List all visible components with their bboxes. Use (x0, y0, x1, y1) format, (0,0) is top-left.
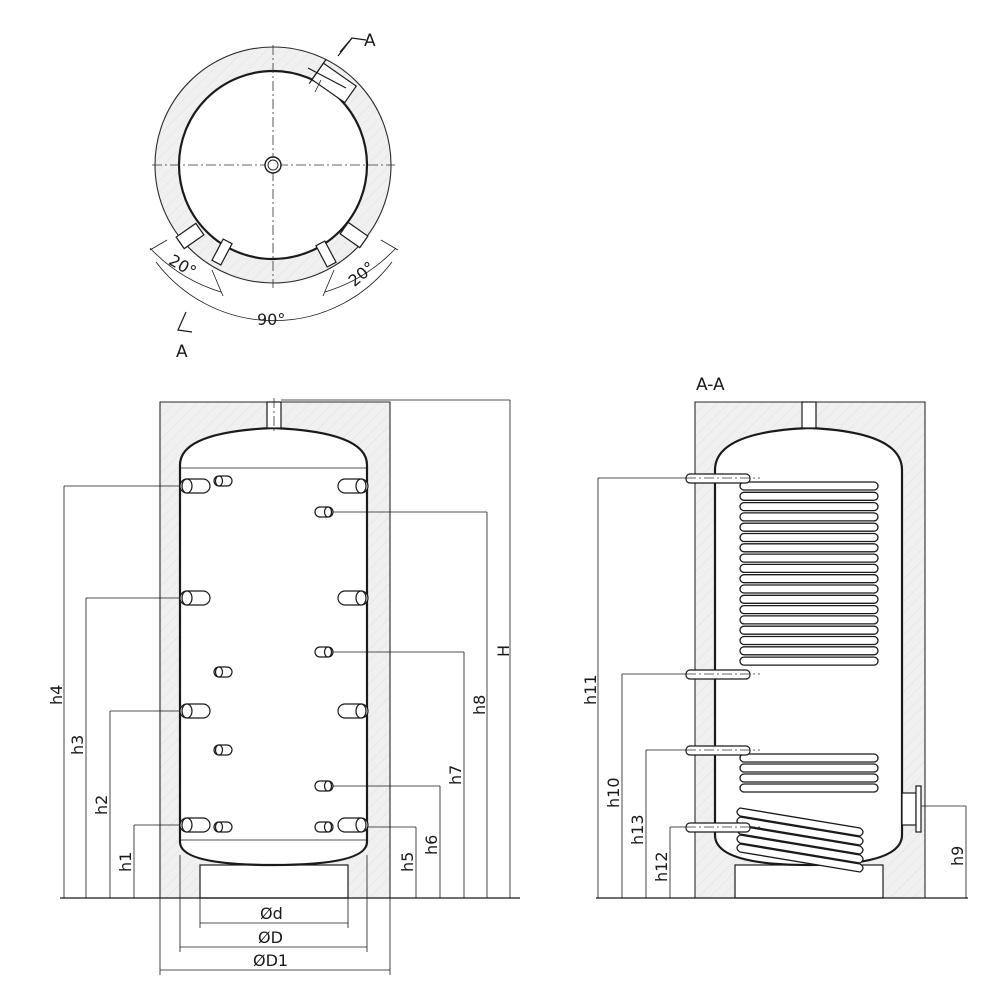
coil-turn (739, 646, 879, 656)
coil-turn (739, 522, 879, 532)
coil-turn (739, 543, 879, 553)
dim-label-h12: h12 (652, 852, 671, 883)
coil-turn (739, 481, 879, 491)
front-tank-body (178, 426, 369, 867)
coil-turn-slanted (736, 843, 864, 873)
coil-turn (739, 563, 879, 574)
dim-label-h7: h7 (446, 765, 465, 785)
front-dims-bottom (159, 855, 391, 975)
angle-arc-90 (155, 261, 393, 321)
coil-turn (739, 625, 879, 635)
coil-turn (739, 532, 879, 543)
coil-connections (685, 473, 760, 833)
dim-label-h11: h11 (581, 675, 600, 706)
section-dims (597, 477, 967, 898)
section-mark-bottom: A (176, 342, 188, 362)
front-sensor-ports-right (314, 506, 334, 833)
top-port-lower-left-1 (175, 222, 205, 250)
upper-heat-exchanger-coil (739, 481, 879, 666)
dim-label-d: Ød (260, 904, 283, 923)
dim-label-D: ØD (258, 928, 283, 947)
coil-turn-slanted (736, 834, 864, 864)
dim-label-h2: h2 (92, 795, 111, 815)
coil-turn (739, 656, 879, 666)
top-port-lower-right-1 (339, 221, 369, 249)
section-title: A-A (696, 375, 725, 395)
dim-label-h1: h1 (116, 852, 135, 872)
coil-turn (739, 635, 879, 646)
dim-label-h13: h13 (628, 815, 647, 846)
coil-turn-slanted (736, 816, 864, 846)
dim-label-h10: h10 (604, 778, 623, 809)
coil-turn (739, 753, 879, 763)
section-mark-top: A (364, 31, 376, 51)
front-ports-left (179, 478, 211, 833)
dim-label-H: H (494, 645, 513, 657)
dim-label-h6: h6 (422, 835, 441, 855)
coil-turn-slanted (736, 807, 864, 837)
coil-turn (739, 594, 879, 604)
top-view: 20° 20° 90° A A (149, 31, 399, 362)
coil-turn (739, 491, 879, 501)
front-dims-right (281, 399, 511, 898)
dim-label-h3: h3 (68, 735, 87, 755)
top-center-port (264, 156, 282, 174)
coil-turn (739, 574, 879, 584)
coil-turn (739, 783, 879, 793)
angle-label-total: 90° (257, 310, 285, 329)
dim-label-h8: h8 (470, 695, 489, 715)
side-flange (901, 785, 922, 833)
angle-arc-20-left (149, 247, 222, 293)
top-port-lower-left-2 (211, 238, 233, 266)
dim-label-h4: h4 (47, 685, 66, 705)
coil-turn (739, 512, 879, 522)
section-top-fitting (801, 401, 817, 429)
coil-turn (739, 773, 879, 783)
front-base-foot (199, 864, 349, 899)
front-view: h4 h3 h2 h1 h5 h6 h7 h8 H Ød Ø (47, 398, 520, 975)
dim-label-D1: ØD1 (253, 951, 288, 970)
front-ports-right (337, 478, 369, 833)
coil-turn (739, 615, 879, 625)
coil-turn (739, 501, 879, 512)
angle-label-right: 20° (345, 258, 379, 291)
coil-turn (739, 553, 879, 563)
front-dims-left (63, 485, 180, 898)
angle-label-left: 20° (166, 250, 200, 281)
dim-label-h5: h5 (398, 852, 417, 872)
top-port-upper-right (308, 58, 358, 104)
lower-heat-exchanger-coil (736, 753, 879, 873)
section-view: A-A (581, 375, 968, 899)
coil-turn (739, 604, 879, 615)
angle-arc-20-right (324, 247, 397, 293)
coil-turn (739, 584, 879, 594)
top-port-lower-right-2 (315, 240, 337, 268)
dim-label-h9: h9 (948, 846, 967, 866)
coil-turn (739, 763, 879, 773)
front-sensor-ports-left (213, 475, 233, 833)
